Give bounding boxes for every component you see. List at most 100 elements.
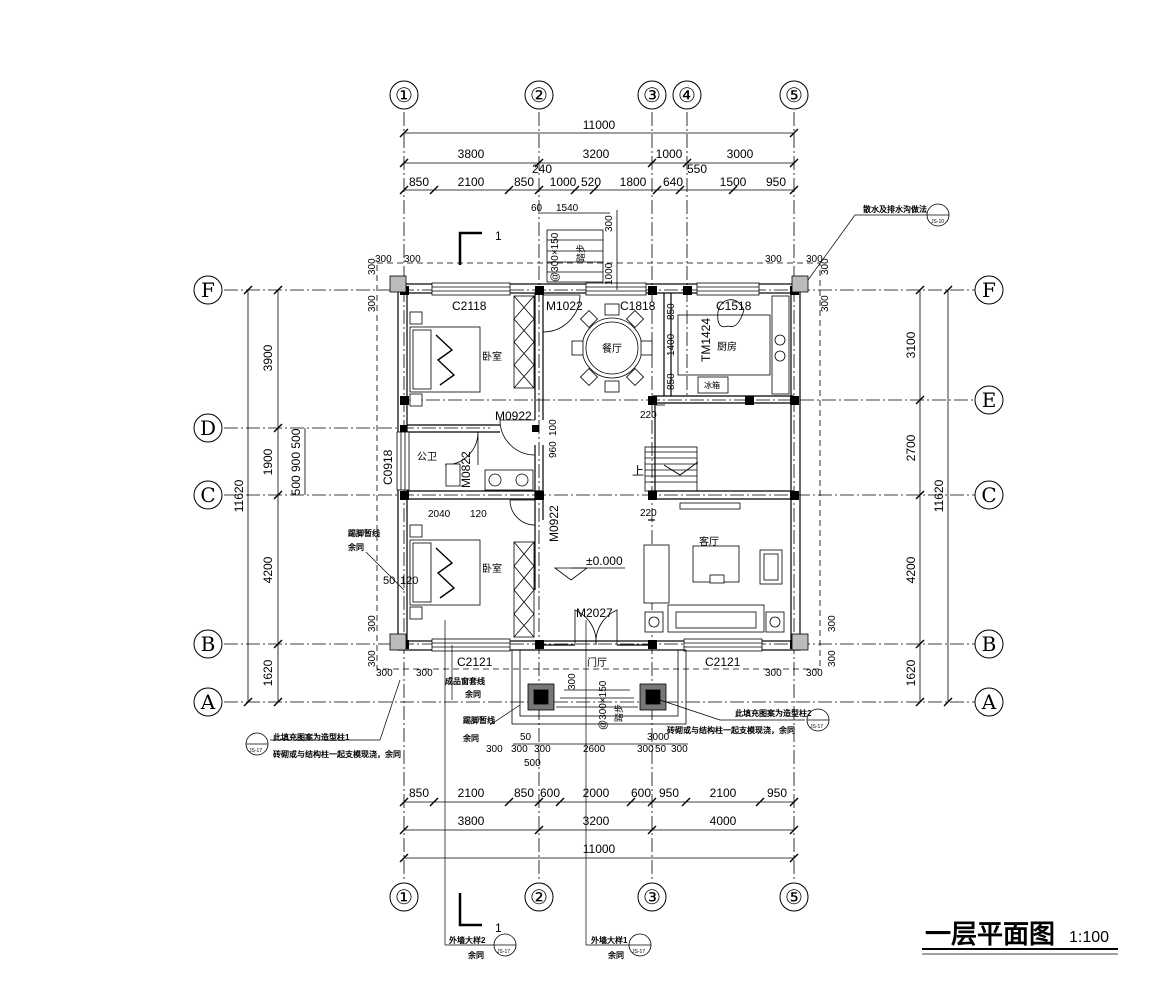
opening-labels: C2118 M1022 C1818 C1518 TM1424 M0922 M08… bbox=[381, 299, 752, 669]
dim-stair-top: @300×150 bbox=[550, 232, 561, 282]
step-detail-top bbox=[540, 210, 618, 290]
dim-step-1540: 1540 bbox=[556, 203, 579, 214]
note-window-line-b: 余同 bbox=[464, 689, 481, 699]
dim-step-300: 300 bbox=[604, 215, 615, 232]
axis-bubbles bbox=[193, 80, 1004, 912]
room-foyer: 门厅 bbox=[587, 656, 607, 669]
dim-220-a: 220 bbox=[640, 410, 657, 421]
dim-left-small: 500 900 500 bbox=[289, 428, 303, 495]
porch-dim-300-c: 300 bbox=[534, 744, 551, 755]
dim-misc-300-k: 300 bbox=[827, 615, 838, 632]
dim-left-total: 11620 bbox=[232, 479, 246, 512]
label-c2118: C2118 bbox=[452, 299, 487, 313]
section-mark-bottom: 1 bbox=[495, 921, 502, 935]
dim-top-950: 950 bbox=[766, 175, 786, 189]
dim-top-240: 240 bbox=[532, 162, 552, 176]
dining-table bbox=[571, 303, 653, 393]
dim-top-1800: 1800 bbox=[620, 175, 647, 189]
dim-2040: 2040 bbox=[428, 509, 451, 520]
note-sill-2b: 余同 bbox=[462, 733, 479, 743]
label-m0922-b: M0922 bbox=[547, 505, 561, 542]
dim-top-550: 550 bbox=[687, 162, 707, 176]
dim-right-4200: 4200 bbox=[904, 556, 918, 583]
dim-bot-4000: 4000 bbox=[710, 814, 737, 828]
axis-labels: ① ② ③ ④ ⑤ ① ② ③ ⑤ F D C B A F E C B A bbox=[200, 83, 997, 909]
note-wall-2: 外墙大样2 bbox=[449, 935, 486, 945]
axis-E-right: E bbox=[982, 388, 997, 412]
dim-misc-300-j: 300 bbox=[806, 668, 823, 679]
note-column-2b: 砖砌或与结构柱一起支模现浇，余同 bbox=[667, 725, 795, 735]
fridge-label: 冰箱 bbox=[704, 380, 720, 390]
doors bbox=[444, 294, 665, 646]
dim-top-850b: 850 bbox=[514, 175, 534, 189]
porch-dim-300-d: 300 bbox=[637, 744, 654, 755]
axis-C-right: C bbox=[981, 483, 996, 507]
dim-misc-300-d: 300 bbox=[806, 254, 823, 265]
notes: 散水及排水沟做法 JS-10 踢脚暂线 余同 成品窗套线 余同 踢脚暂线 余同 … bbox=[249, 204, 944, 960]
bottom-dimensions: 850 2100 850 600 2000 600 950 2100 950 3… bbox=[409, 786, 787, 856]
ref-js17-b: JS-17 bbox=[810, 724, 823, 730]
floor-level: ±0.000 bbox=[586, 554, 623, 568]
axis-C-left: C bbox=[200, 483, 215, 507]
note-drain: 散水及排水沟做法 bbox=[863, 204, 927, 214]
axis-F-left: F bbox=[201, 278, 215, 302]
axis-lines bbox=[224, 112, 975, 882]
dim-misc-300-i: 300 bbox=[765, 668, 782, 679]
porch-dim-50-b: 50 bbox=[520, 732, 532, 743]
axis-B-right: B bbox=[982, 632, 997, 656]
porch-stair-spec: @300×150 bbox=[598, 680, 609, 730]
label-c2121-a: C2121 bbox=[457, 655, 493, 669]
dim-50: 50 bbox=[383, 575, 395, 587]
porch-dim-300-e: 300 bbox=[671, 744, 688, 755]
dim-bot-2000: 2000 bbox=[583, 786, 610, 800]
dim-misc-300-e: 300 bbox=[367, 615, 378, 632]
dim-left-1620: 1620 bbox=[261, 659, 275, 686]
top-dimensions: 11000 3800 3200 1000 3000 240 550 850 21… bbox=[409, 118, 786, 189]
dim-right-total: 11620 bbox=[932, 479, 946, 512]
dim-bot-850b: 850 bbox=[514, 786, 534, 800]
leader-lines bbox=[270, 214, 935, 946]
porch-dimensions: 300 300 300 2600 300 50 300 500 50 3000 … bbox=[486, 673, 688, 769]
dim-misc-300-m: 300 bbox=[367, 258, 378, 275]
title-block: 一层平面图 1:100 bbox=[922, 920, 1118, 955]
dim-step-1000: 1000 bbox=[604, 262, 615, 285]
note-column-1b: 砖砌或与结构柱一起支模现浇，余同 bbox=[273, 749, 401, 759]
dim-220-b: 220 bbox=[640, 508, 657, 519]
note-wall-1: 外墙大样1 bbox=[591, 935, 628, 945]
room-dining: 餐厅 bbox=[602, 342, 622, 355]
dim-120-b: 120 bbox=[400, 575, 418, 587]
side-dimensions: 11620 3900 1900 4200 1620 500 900 500 11… bbox=[232, 331, 946, 686]
ref-js17-a: JS-17 bbox=[249, 748, 262, 754]
dim-bot-3200: 3200 bbox=[583, 814, 610, 828]
dimension-lines bbox=[243, 128, 953, 863]
label-c2121-b: C2121 bbox=[705, 655, 741, 669]
axis-5-top: ⑤ bbox=[785, 83, 803, 107]
dim-misc-300-a: 300 bbox=[375, 254, 392, 265]
axis-A-right: A bbox=[981, 690, 997, 714]
note-column-1: 此填充图案为造型柱1 bbox=[273, 732, 350, 742]
label-c1818: C1818 bbox=[620, 299, 656, 313]
dim-bot-2100a: 2100 bbox=[458, 786, 485, 800]
dim-bot-3800: 3800 bbox=[458, 814, 485, 828]
porch-dim-300-b: 300 bbox=[511, 744, 528, 755]
room-bedroom-2: 卧室 bbox=[482, 562, 502, 575]
porch-side-300: 300 bbox=[567, 673, 578, 690]
dim-misc-300-g: 300 bbox=[376, 668, 393, 679]
note-sill-2: 踢脚暂线 bbox=[463, 715, 495, 725]
stair bbox=[644, 446, 741, 510]
label-tm1424: TM1424 bbox=[699, 318, 713, 362]
porch-step-label: 踏步 bbox=[613, 704, 624, 722]
porch-dim-3000: 3000 bbox=[647, 732, 670, 743]
wardrobes bbox=[513, 295, 535, 638]
dim-right-1620: 1620 bbox=[904, 659, 918, 686]
dim-bot-total: 11000 bbox=[583, 842, 616, 856]
axis-D-left: D bbox=[200, 416, 216, 440]
dim-top-2100: 2100 bbox=[458, 175, 485, 189]
dim-850-b: 850 bbox=[666, 373, 677, 390]
dim-misc-300-c: 300 bbox=[765, 254, 782, 265]
dim-right-2700: 2700 bbox=[904, 434, 918, 461]
dim-top-3000: 3000 bbox=[727, 147, 754, 161]
dim-misc-300-h: 300 bbox=[416, 668, 433, 679]
label-c0918: C0918 bbox=[381, 449, 395, 485]
porch bbox=[511, 649, 688, 745]
